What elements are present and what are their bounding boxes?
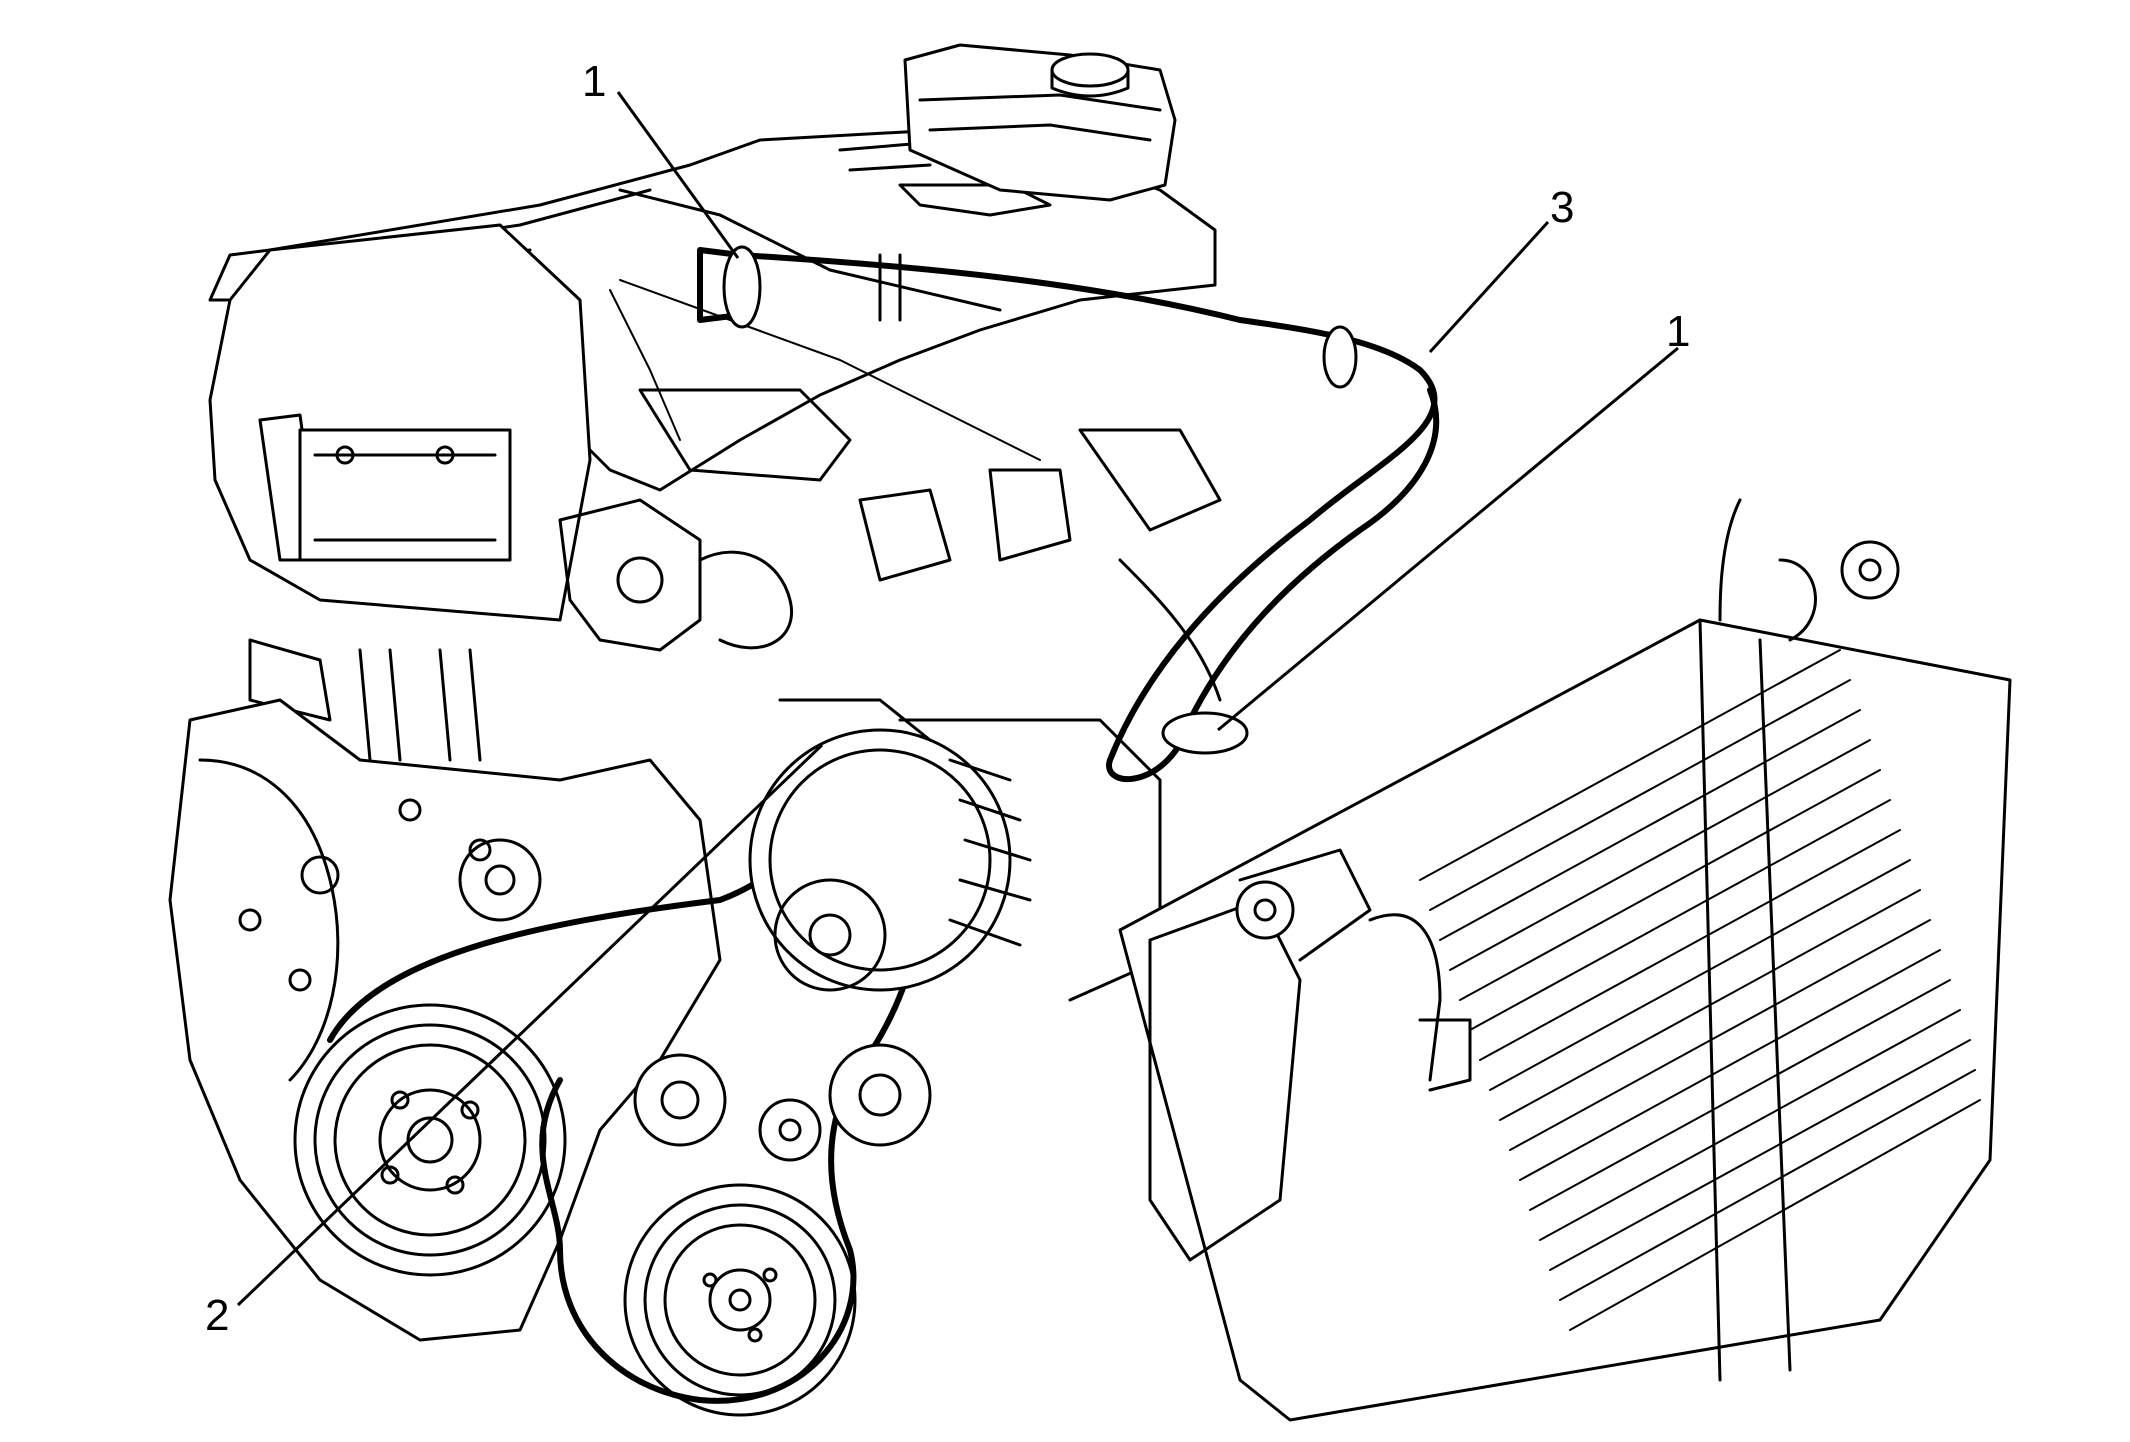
radiator (1118, 498, 2012, 1422)
callout-1-upper: 1 (582, 57, 606, 106)
crankshaft-pulley (293, 1003, 567, 1277)
coolant-reservoir (903, 43, 1177, 202)
idler-pulleys (633, 1043, 932, 1162)
leader-lines (236, 91, 1679, 1307)
callout-1-lower: 1 (1666, 307, 1690, 356)
upper-radiator-hose (697, 245, 1440, 782)
intake-components (609, 279, 1222, 742)
leader-1-lower (1217, 346, 1679, 732)
valve-cover (208, 223, 592, 762)
ac-compressor-pulley (623, 1183, 857, 1417)
callout-labels: 1 1 2 3 (205, 57, 1690, 1340)
leader-2 (236, 743, 824, 1307)
leader-1-upper (616, 91, 740, 259)
callout-3: 3 (1550, 183, 1574, 232)
leader-3 (1428, 220, 1550, 354)
callout-2: 2 (205, 1291, 229, 1340)
alternator (748, 718, 1162, 1002)
